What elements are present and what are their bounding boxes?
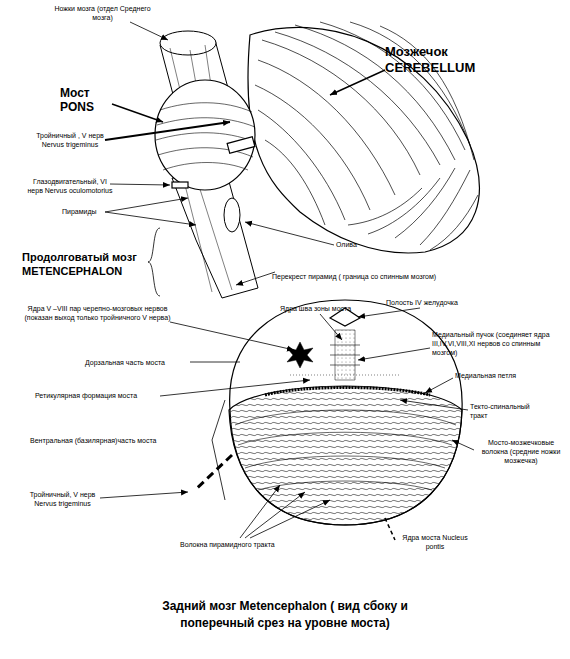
part-label: Ядра шва зоны моста xyxy=(280,304,370,313)
part-label: Глазодвигательный, VI нерв Nervus oculom… xyxy=(25,177,115,195)
part-label: Текто-спинальный тракт xyxy=(470,402,530,420)
part-label: Пирамиды xyxy=(62,207,112,216)
part-label: Медиальная петля xyxy=(455,371,545,380)
trigeminal-nerve xyxy=(195,455,232,490)
trigeminal-root xyxy=(227,137,255,153)
part-label: Ядра V –VIII пар черепно-мозговых нервов… xyxy=(20,304,175,322)
abducens-root xyxy=(172,182,188,188)
part-label: Полость IV желудочка xyxy=(386,298,486,307)
leader-lines xyxy=(105,22,385,296)
part-label: Перекрест пирамид ( граница со спинным м… xyxy=(272,272,462,281)
part-label: Мосто-мозжечковые волокна (средние ножки… xyxy=(476,438,566,465)
bracket xyxy=(148,228,160,296)
part-label: Ретикулярная формация моста xyxy=(35,391,165,400)
part-label: Олива xyxy=(336,240,376,249)
cerebellum xyxy=(248,22,479,253)
diagram-caption: Задний мозг Metencephalon ( вид сбоку и … xyxy=(150,598,420,632)
part-label: Дорзальная часть моста xyxy=(85,358,190,367)
basilar-part xyxy=(229,386,462,525)
pons-cross-section xyxy=(195,300,462,540)
leader-lines xyxy=(100,308,474,538)
cranial-nerve-nuclei xyxy=(287,342,313,368)
part-label: Медиальный пучок (соединяет ядра III,IV,… xyxy=(432,330,567,357)
pons xyxy=(155,80,255,190)
part-label: Ядра моста Nucleus pontis xyxy=(395,533,475,551)
part-label: Волокна пирамидного тракта xyxy=(180,540,320,549)
part-label: Тройничный , V нерв Nervus trigeminus xyxy=(30,131,110,149)
part-label: Продолговатый мозг METENCEPHALON xyxy=(22,250,157,278)
part-label: Мозжечок CEREBELLUM xyxy=(385,44,475,76)
part-label: Тройничный, V нерв Nervus trigeminus xyxy=(25,490,100,508)
part-label: Ножки мозга (отдел Среднего мозга) xyxy=(45,4,160,22)
part-label: Мост PONS xyxy=(60,86,115,114)
part-label: Вентральная (базилярная)часть моста xyxy=(30,436,210,445)
medulla xyxy=(172,178,258,298)
olive xyxy=(224,198,240,232)
medial-lemniscus xyxy=(265,388,430,396)
bracket xyxy=(212,400,225,500)
